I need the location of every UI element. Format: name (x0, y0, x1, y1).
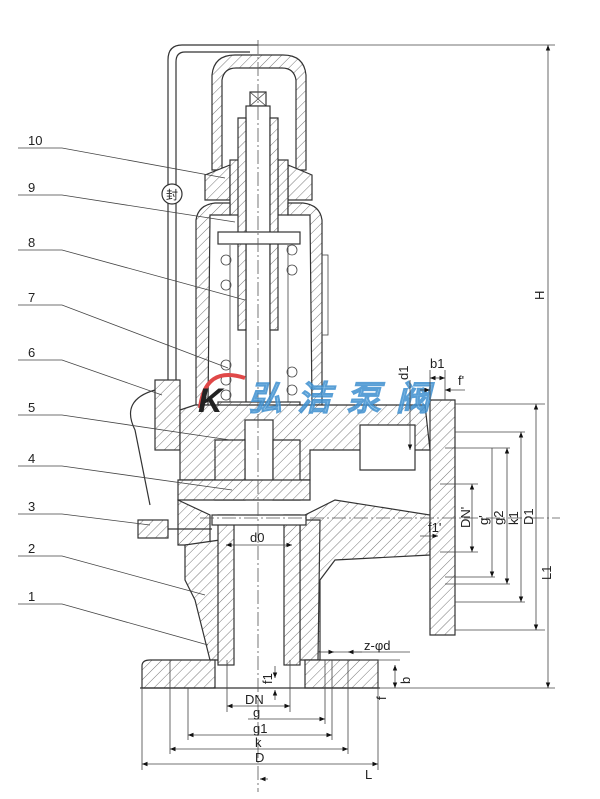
seat-dimension: d0 (226, 530, 292, 548)
dim-DN: DN (245, 692, 264, 707)
dim-D: D (255, 750, 264, 765)
dim-L: L (365, 767, 372, 782)
dim-b1: b1 (430, 356, 444, 371)
bonnet (195, 202, 329, 406)
dim-z-phi-d: z-φd (364, 638, 391, 653)
side-screw (137, 519, 169, 539)
part-label-2: 2 (28, 541, 35, 556)
dim-d0: d0 (250, 530, 264, 545)
dim-D1: D1 (521, 508, 536, 525)
logo-mark: K (198, 382, 225, 420)
seal-mark-text: 封 (166, 188, 178, 202)
dim-L1: L1 (539, 566, 554, 580)
valve-body (137, 399, 456, 689)
part-label-8: 8 (28, 235, 35, 250)
logo-swoosh (198, 372, 246, 409)
dim-f-prime: f' (458, 373, 464, 388)
nozzle-left (217, 514, 235, 666)
dim-H: H (532, 291, 547, 300)
part-label-5: 5 (28, 400, 35, 415)
dim-f1-prime: f1' (428, 520, 441, 535)
dim-g2: g2 (491, 511, 506, 525)
adjusting-ring (211, 514, 307, 526)
part-label-3: 3 (28, 499, 35, 514)
seal-mark (161, 183, 183, 205)
dim-DN-prime: DN' (458, 507, 473, 528)
dim-g-prime: g' (476, 515, 491, 525)
inlet-dimensions: DN g g1 k D L z-φd f1 b f (141, 638, 413, 782)
outlet-dimensions: H L1 D1 k1 g2 g' DN' d1 b1 f' f1' (258, 44, 555, 689)
part-labels: 10 9 8 7 6 5 4 3 2 1 (18, 133, 246, 646)
part-label-6: 6 (28, 345, 35, 360)
part-label-7: 7 (28, 290, 35, 305)
part-label-9: 9 (28, 180, 35, 195)
dim-b: b (398, 677, 413, 684)
dim-k1: k1 (506, 511, 521, 525)
part-label-4: 4 (28, 451, 35, 466)
dim-g: g (253, 705, 260, 720)
part-label-1: 1 (28, 589, 35, 604)
disc-holder (244, 419, 274, 491)
lifting-lever: 封 (130, 44, 258, 506)
dim-f1: f1 (260, 673, 275, 684)
dim-g1: g1 (253, 721, 267, 736)
part-label-10: 10 (28, 133, 42, 148)
dim-k: k (255, 735, 262, 750)
dim-f: f (374, 696, 389, 700)
dim-d1: d1 (396, 366, 411, 380)
nozzle-right (283, 514, 301, 666)
